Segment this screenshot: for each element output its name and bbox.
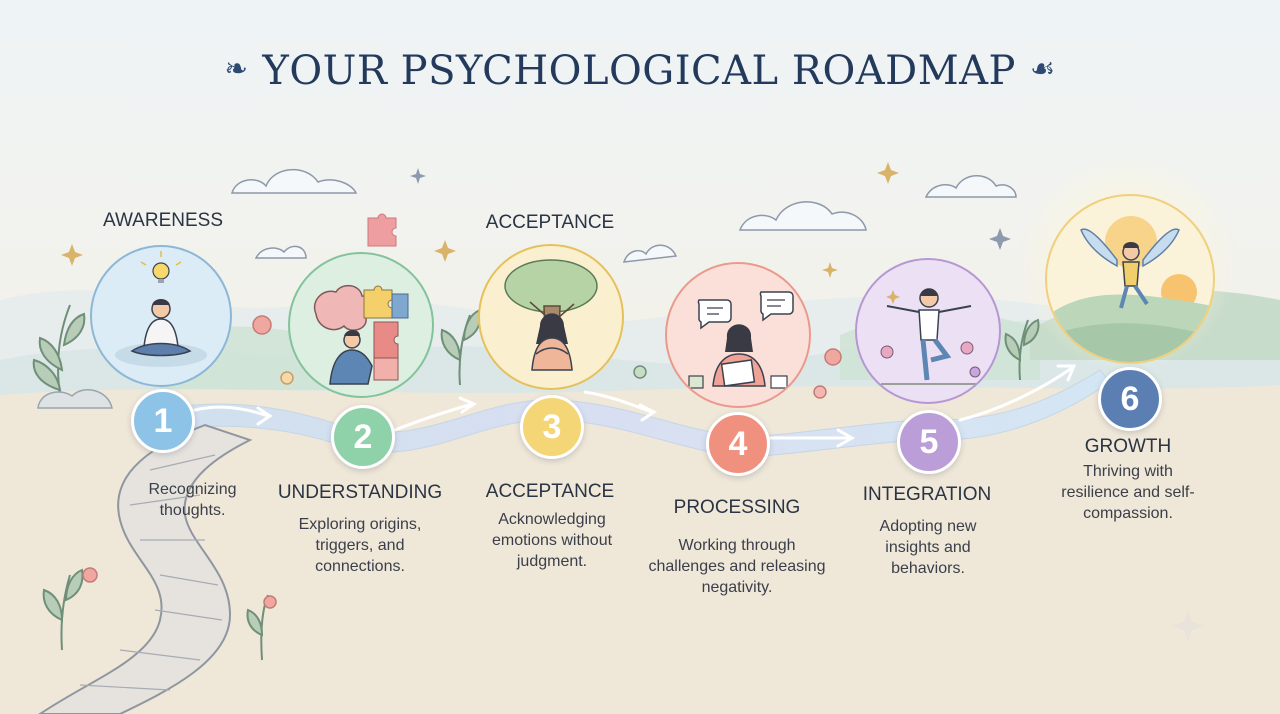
flower-icon (813, 385, 827, 399)
flower-icon (252, 315, 272, 335)
page-title: ❧ YOUR PSYCHOLOGICAL ROADMAP ☙ (0, 48, 1280, 94)
flourish-left-icon: ❧ (224, 52, 249, 85)
step-1-description: Recognizing thoughts. (148, 481, 237, 519)
step-2-label: UNDERSTANDING (277, 482, 443, 503)
ground (0, 385, 1280, 714)
step-4-number-badge: 4 (706, 412, 770, 476)
stone-path (38, 423, 253, 714)
title-text: YOUR PSYCHOLOGICAL ROADMAP (262, 48, 1016, 94)
cloud-2 (254, 245, 307, 259)
rocks (37, 389, 113, 409)
star-icon (1172, 610, 1204, 642)
clouds (231, 168, 1017, 263)
step-5-description: Adopting new insights and behaviors. (879, 518, 977, 577)
flower-icon (263, 595, 277, 609)
step-3-number-badge: 3 (520, 395, 584, 459)
plants (32, 304, 1040, 661)
plant-right (1018, 319, 1029, 381)
sparkle-icon (822, 262, 838, 278)
flower-icon (280, 371, 294, 385)
cloud-4 (924, 175, 1017, 198)
star-icon (410, 168, 426, 184)
step-6-illustration (1045, 194, 1215, 364)
step-1-illustration (90, 245, 232, 387)
flower-icon (633, 365, 647, 379)
sparkle-icon (61, 244, 83, 266)
step-4-illustration (665, 262, 811, 408)
step-5-label: INTEGRATION (862, 484, 992, 505)
flowers (82, 315, 842, 609)
step-6-description: Thriving with resilience and self-compas… (1061, 463, 1195, 522)
step-3-illustration (478, 244, 624, 390)
flower-icon (824, 348, 842, 366)
sparkle-icon (877, 162, 899, 184)
small-stars (410, 168, 1204, 642)
cloud-1 (231, 168, 358, 194)
brain-puzzle-icon (313, 284, 409, 385)
arrow-2-3 (393, 402, 474, 432)
step-6-label: GROWTH (1084, 436, 1172, 457)
step-1-number-badge: 1 (131, 389, 195, 453)
flow-arrows (193, 364, 1077, 448)
flourish-right-icon: ☙ (1029, 52, 1056, 85)
step-3-description: Acknowledging emotions without judgment. (491, 511, 613, 570)
journaling-icon (688, 291, 794, 389)
step-2-number-badge: 2 (331, 405, 395, 469)
step-5-number-badge: 5 (897, 410, 961, 474)
step-3-bottom-label: ACCEPTANCE (485, 481, 615, 502)
floating-puzzle-icon (367, 213, 397, 247)
cloud-5 (622, 244, 678, 263)
arrow-3-4 (583, 390, 654, 414)
arrow-1-2 (193, 405, 270, 418)
cloud-3 (738, 201, 867, 231)
sparkle-icon (434, 240, 456, 262)
sparkles (61, 162, 899, 278)
tree-hug-icon (504, 259, 598, 371)
step-2-description: Exploring origins, triggers, and connect… (298, 516, 422, 575)
step-6-number-badge: 6 (1098, 367, 1162, 431)
flower-icon (82, 567, 98, 583)
step-1-top-label: AWARENESS (102, 210, 223, 231)
balance-pose-icon (880, 288, 981, 385)
step-4-description: Working through challenges and releasing… (648, 537, 826, 596)
step-2-illustration (288, 252, 434, 398)
arrow-5-6 (958, 366, 1074, 422)
step-5-illustration (855, 258, 1001, 404)
step-4-label: PROCESSING (673, 497, 801, 518)
winged-figure-icon (1047, 216, 1213, 362)
plant-bottom-left (60, 574, 71, 651)
meditation-icon (115, 251, 207, 367)
step-3-top-label: ACCEPTANCE (485, 212, 615, 233)
star-icon (989, 228, 1011, 250)
